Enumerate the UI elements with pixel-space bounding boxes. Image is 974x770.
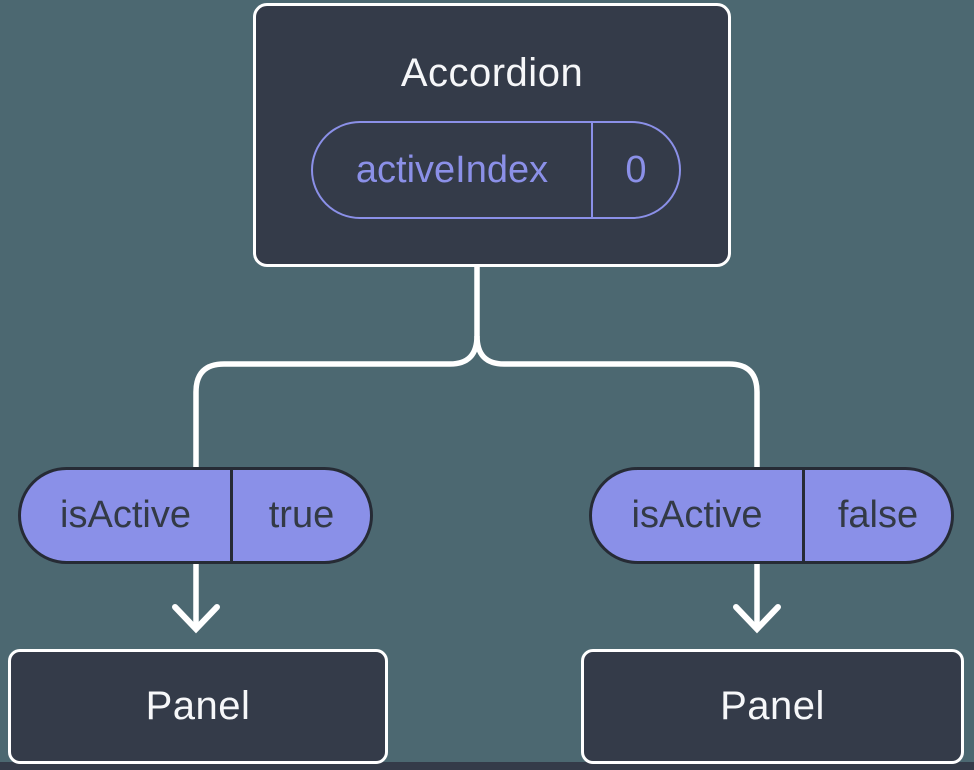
state-name: activeIndex	[313, 123, 593, 217]
accordion-node-title: Accordion	[400, 51, 584, 95]
left-branch-line	[193, 335, 480, 628]
prop-name: isActive	[592, 470, 805, 561]
panel-node-right: Panel	[581, 649, 964, 764]
state-value: 0	[625, 148, 647, 191]
prop-value: true	[268, 494, 335, 536]
prop-name: isActive	[21, 470, 233, 561]
prop-value: false	[837, 494, 919, 536]
bottom-edge-strip	[0, 762, 974, 770]
state-pill-activeindex: activeIndex 0	[311, 121, 681, 219]
right-branch-line	[474, 335, 760, 628]
prop-pill-isactive-true: isActive true	[18, 467, 373, 564]
panel-node-title: Panel	[145, 684, 251, 728]
panel-node-title: Panel	[720, 684, 825, 728]
left-arrowhead-icon	[172, 604, 220, 634]
right-arrowhead-icon	[733, 604, 781, 634]
prop-pill-isactive-false: isActive false	[589, 467, 954, 564]
panel-node-left: Panel	[8, 649, 388, 764]
